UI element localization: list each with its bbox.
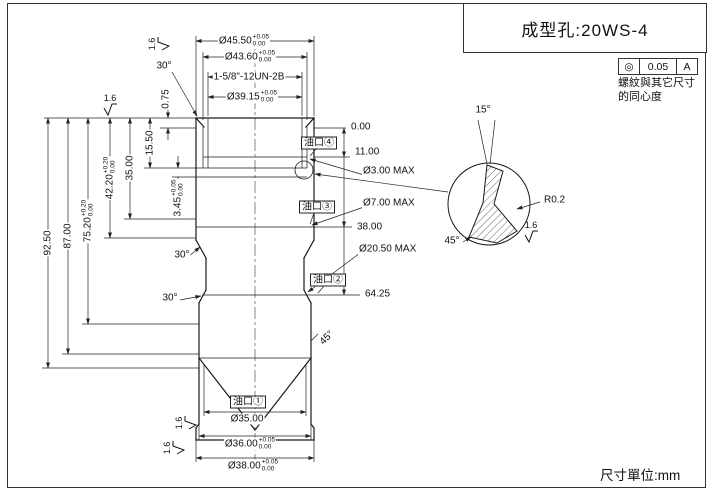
dim-od-4360-value: Ø43.60 bbox=[224, 51, 258, 63]
dim-datum-000: 0.00 bbox=[350, 121, 372, 133]
dim-depth-7520: 75.20 +0.20 0.00 bbox=[80, 198, 95, 244]
surface-finish-icon bbox=[103, 103, 117, 116]
dim-od-4550-tolerance: +0.05 0.00 bbox=[252, 33, 270, 47]
dim-od-3600-tolerance: +0.05 0.00 bbox=[258, 436, 276, 450]
dim-od-3800: Ø38.00 +0.05 0.00 bbox=[226, 458, 280, 473]
oil-port-1-label: 油口① bbox=[230, 395, 266, 409]
surface-finish-icon bbox=[157, 37, 170, 51]
surface-finish-top-a: 1.6 bbox=[103, 94, 117, 116]
surface-finish-icon bbox=[184, 416, 197, 430]
surface-finish-top-b: 1.6 bbox=[147, 37, 170, 51]
dim-od-4550: Ø45.50 +0.05 0.00 bbox=[217, 33, 271, 48]
tolerance-note-line2: 的同心度 bbox=[618, 90, 662, 103]
dim-depth-345-tolerance: +0.05 0.00 bbox=[170, 179, 185, 196]
angle-mid-chamfer-upper: 30° bbox=[173, 249, 191, 261]
dim-port2-max: Ø20.50 MAX bbox=[358, 243, 418, 255]
angle-detail-chamfer: 45° bbox=[443, 235, 461, 247]
dim-od-3500: Ø35.00 bbox=[229, 413, 265, 425]
surface-finish-icon bbox=[524, 230, 538, 243]
oil-port-2-label: 油口② bbox=[310, 273, 346, 287]
title-block: 成型孔:20WS-4 bbox=[463, 3, 707, 53]
dim-od-4360: Ø43.60 +0.05 0.00 bbox=[223, 49, 277, 64]
angle-mid-chamfer-lower: 30° bbox=[161, 292, 179, 304]
dim-depth-3500: 35.00 bbox=[124, 154, 136, 182]
angle-detail-taper: 15° bbox=[474, 104, 492, 116]
surface-finish-bottom-a: 1.6 bbox=[174, 416, 197, 430]
detail-view bbox=[294, 160, 531, 246]
surface-finish-bottom-b: 1.6 bbox=[162, 441, 185, 455]
detail-magnified-circle bbox=[447, 162, 531, 246]
dim-port4-max: Ø3.00 MAX bbox=[362, 165, 416, 177]
oil-port-3-label: 油口③ bbox=[299, 200, 335, 214]
dim-detail-radius: R0.2 bbox=[543, 194, 567, 206]
leader-lines bbox=[171, 71, 541, 342]
oil-port-4-label: 油口④ bbox=[301, 136, 337, 150]
dim-od-4360-tolerance: +0.05 0.00 bbox=[258, 49, 276, 63]
dim-depth-345: 3.45 +0.05 0.00 bbox=[170, 178, 185, 218]
dim-od-4550-value: Ø45.50 bbox=[218, 35, 252, 47]
dim-depth-1550: 15.50 bbox=[144, 129, 156, 157]
thread-spec-value: 1-5/8"-12UN-2B bbox=[213, 71, 285, 83]
dim-depth-8700: 87.00 bbox=[62, 222, 74, 250]
units-note: 尺寸單位:mm bbox=[600, 468, 681, 483]
tolerance-datum: A bbox=[676, 58, 698, 75]
dim-port3-max: Ø7.00 MAX bbox=[362, 197, 416, 209]
dim-depth-7520-tolerance: +0.20 0.00 bbox=[80, 199, 95, 217]
detail-source-circle bbox=[294, 160, 314, 180]
angle-top-chamfer: 30° bbox=[155, 60, 173, 72]
dim-depth-6425: 64.25 bbox=[364, 288, 392, 300]
dim-od-3915-value: Ø39.15 bbox=[226, 91, 260, 103]
dim-od-3600: Ø36.00 +0.05 0.00 bbox=[223, 436, 277, 451]
surface-finish-icon bbox=[172, 441, 185, 455]
tolerance-note-line1: 螺紋與其它尺寸 bbox=[618, 77, 695, 89]
dim-depth-075: 0.75 bbox=[160, 88, 172, 110]
sheet-border bbox=[7, 3, 706, 488]
tolerance-value: 0.05 bbox=[639, 58, 677, 75]
dim-od-3915: Ø39.15 +0.05 0.00 bbox=[225, 89, 279, 104]
geometric-tolerance-frame: ◎ 0.05 A bbox=[618, 58, 698, 75]
dim-od-3800-tolerance: +0.05 0.00 bbox=[261, 458, 279, 472]
dim-depth-3800: 38.00 bbox=[356, 221, 384, 233]
dim-thread-spec: 1-5/8"-12UN-2B bbox=[212, 71, 286, 83]
surface-finish-detail: 1.6 bbox=[524, 221, 538, 243]
dim-depth-9250: 92.50 bbox=[42, 229, 54, 257]
tolerance-note: 螺紋與其它尺寸 的同心度 bbox=[618, 77, 695, 104]
dim-depth-1100: 11.00 bbox=[354, 146, 381, 158]
concentricity-icon: ◎ bbox=[618, 58, 640, 75]
dim-depth-4220-tolerance: +0.20 0.00 bbox=[102, 156, 117, 174]
dim-od-3915-tolerance: +0.05 0.00 bbox=[260, 89, 278, 103]
part-outline bbox=[195, 117, 315, 441]
dim-depth-4220: 42.20 +0.20 0.00 bbox=[102, 155, 117, 201]
page-title: 成型孔:20WS-4 bbox=[521, 20, 649, 40]
detail-hatch-region bbox=[468, 164, 518, 244]
